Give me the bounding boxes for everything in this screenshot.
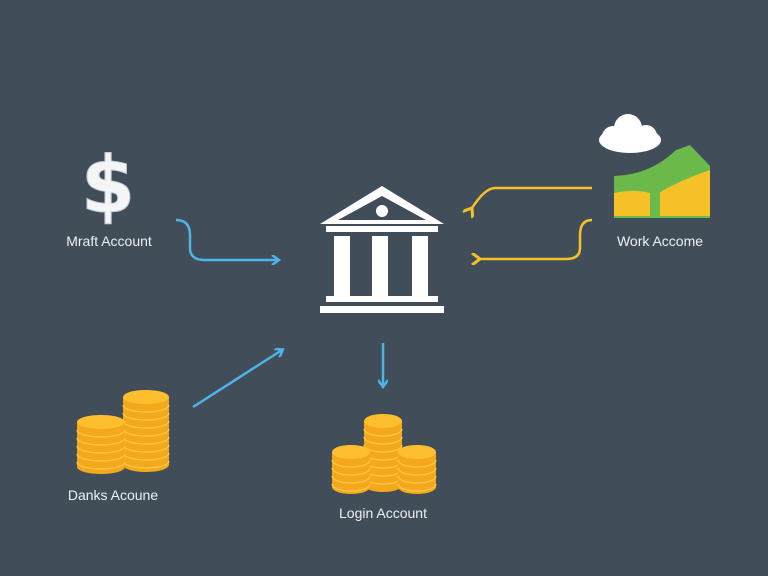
coin-stack-short	[76, 415, 126, 474]
arrow-danks-to-bank	[192, 350, 282, 409]
mraft-account-label: Mraft Account	[66, 233, 152, 249]
danks-acoune-label: Danks Acoune	[67, 487, 159, 503]
bank-icon	[320, 186, 444, 313]
coin-stack-left	[331, 445, 371, 494]
coin-stack-icon	[76, 390, 437, 494]
arrow-work-to-bank-2	[480, 218, 593, 259]
arrow-work-to-bank-1	[472, 186, 592, 208]
cloud-icon	[599, 114, 661, 153]
money-icon	[614, 145, 710, 218]
coin-stack-right	[397, 445, 437, 494]
login-account-label: Login Account	[339, 505, 427, 521]
dollar-sign-icon: $	[81, 141, 135, 231]
arrow-mraft-to-bank	[175, 218, 278, 260]
coin-stack-tall	[122, 390, 170, 472]
work-accome-label: Work Accome	[616, 233, 704, 249]
